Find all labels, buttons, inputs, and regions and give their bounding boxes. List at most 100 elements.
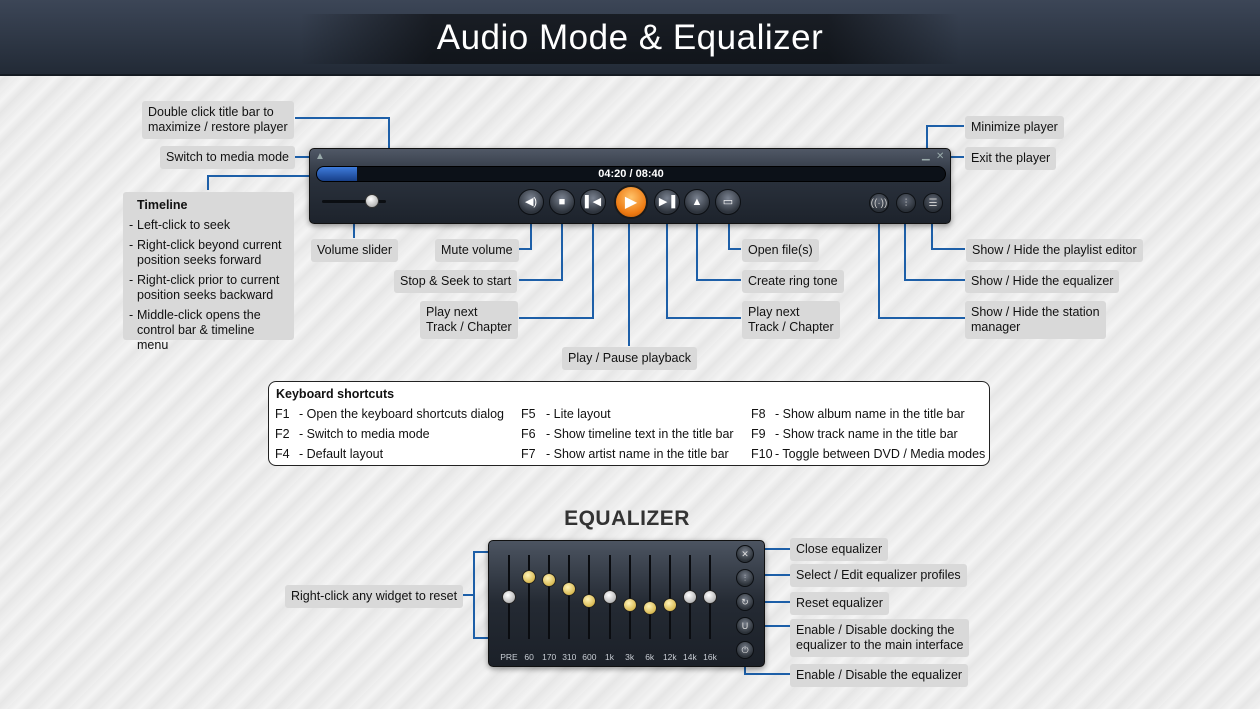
mute-label: Mute volume — [435, 239, 519, 262]
eq-band-track[interactable] — [548, 555, 551, 639]
play-pause-button[interactable]: ▶ — [614, 185, 648, 219]
connector-timeline — [207, 175, 318, 190]
sliders-icon: ⫶ — [904, 197, 908, 209]
close-icon: ✕ — [741, 548, 749, 559]
previous-button[interactable]: ▌◀ — [580, 189, 606, 215]
audio-player: ▲ ▁ ✕ 04:20 / 08:40 ◀) ■ ▌◀ ▶ ▶▐ ▲ ▭ ((·… — [309, 148, 951, 224]
eq-band-knob[interactable] — [562, 581, 577, 596]
eq-docking-label: Enable / Disable docking the equalizer t… — [790, 619, 970, 657]
eq-profiles-label: Select / Edit equalizer profiles — [790, 564, 967, 587]
shortcut-row: F7- Show artist name in the title bar — [521, 447, 729, 461]
stop-icon: ■ — [558, 195, 566, 208]
eq-band-label: 170 — [542, 652, 557, 662]
eq-band-knob[interactable] — [502, 590, 516, 604]
stop-button[interactable]: ■ — [549, 189, 575, 215]
shortcut-row: F2- Switch to media mode — [275, 427, 430, 441]
eq-band-3k[interactable]: 3k — [622, 553, 638, 667]
eq-close-button[interactable]: ✕ — [736, 545, 754, 563]
timeline-help-title: Timeline — [137, 198, 188, 212]
eq-band-track[interactable] — [568, 555, 571, 639]
open-files-button[interactable]: ▭ — [715, 189, 741, 215]
eq-band-pre[interactable]: PRE — [500, 553, 518, 667]
eq-band-label: 60 — [524, 652, 534, 662]
refresh-icon: ↻ — [741, 596, 749, 607]
eq-band-knob[interactable] — [703, 590, 717, 604]
keyboard-shortcuts-title: Keyboard shortcuts — [276, 387, 395, 401]
eject-icon: ▲ — [691, 195, 703, 208]
ring-tone-button[interactable]: ▲ — [684, 189, 710, 215]
volume-slider-label: Volume slider — [311, 239, 399, 262]
stop-label: Stop & Seek to start — [394, 270, 518, 293]
connector-prev — [519, 214, 594, 319]
header-bar: Audio Mode & Equalizer — [0, 0, 1260, 76]
close-icon[interactable]: ✕ — [936, 151, 945, 162]
volume-slider-knob[interactable] — [365, 194, 379, 208]
eq-band-track[interactable] — [648, 555, 651, 639]
minimize-label: Minimize player — [965, 116, 1064, 139]
eq-band-knob[interactable] — [682, 590, 697, 604]
eq-band-16k[interactable]: 16k — [702, 553, 718, 667]
keyboard-shortcuts-box: Keyboard shortcuts F1- Open the keyboard… — [268, 381, 990, 466]
shortcut-row: F4- Default layout — [275, 447, 384, 461]
eq-band-knob[interactable] — [642, 600, 657, 615]
eq-close-label: Close equalizer — [790, 538, 889, 561]
eq-band-14k[interactable]: 14k — [682, 553, 698, 667]
eq-band-track[interactable] — [668, 555, 671, 639]
eq-band-knob[interactable] — [522, 570, 537, 585]
eq-toggle-label: Enable / Disable the equalizer — [790, 664, 969, 687]
playlist-button[interactable]: ☰ — [923, 193, 943, 213]
antenna-icon: ((·)) — [870, 197, 888, 209]
eq-band-label: 6k — [645, 652, 655, 662]
eq-band-track[interactable] — [628, 555, 631, 639]
eq-band-6k[interactable]: 6k — [642, 553, 658, 667]
eq-band-track[interactable] — [528, 555, 531, 639]
eq-band-600[interactable]: 600 — [581, 553, 597, 667]
next-label: Play next Track / Chapter — [742, 301, 840, 339]
station-manager-button[interactable]: ((·)) — [869, 193, 889, 213]
volume-slider-track[interactable] — [322, 200, 386, 203]
play-icon: ▶ — [624, 194, 638, 211]
eq-docking-button[interactable]: U — [736, 617, 754, 635]
connector-station — [878, 214, 965, 319]
eq-band-knob[interactable] — [622, 598, 637, 613]
eq-reset-button[interactable]: ↻ — [736, 593, 754, 611]
eq-band-label: 3k — [625, 652, 635, 662]
eq-band-12k[interactable]: 12k — [662, 553, 678, 667]
equalizer-button[interactable]: ⫶ — [896, 193, 916, 213]
timeline-bar[interactable]: 04:20 / 08:40 — [316, 166, 946, 182]
timeline-progress-fill — [317, 167, 358, 181]
next-button[interactable]: ▶▐ — [654, 189, 680, 215]
eq-band-310[interactable]: 310 — [561, 553, 577, 667]
next-track-icon: ▶▐ — [658, 195, 676, 208]
eq-band-label: 600 — [582, 652, 597, 662]
eq-band-1k[interactable]: 1k — [602, 553, 618, 667]
equalizer-toggle-label: Show / Hide the equalizer — [965, 270, 1120, 293]
eq-band-label: 1k — [605, 652, 614, 662]
eq-band-knob[interactable] — [662, 597, 677, 612]
shortcut-row: F1- Open the keyboard shortcuts dialog — [275, 407, 504, 421]
play-pause-label: Play / Pause playback — [562, 347, 697, 370]
timeline-help-item: - Right-click beyond current position se… — [129, 238, 282, 267]
eq-band-label: PRE — [500, 652, 518, 662]
speaker-icon: ◀) — [524, 195, 538, 208]
folder-icon: ▭ — [722, 195, 734, 208]
timeline-help-box: Timeline - Left-click to seek - Right-cl… — [123, 192, 294, 352]
shortcut-row: F5- Lite layout — [521, 407, 611, 421]
eq-band-170[interactable]: 170 — [541, 553, 557, 667]
connector-next — [666, 214, 741, 319]
sliders-icon: ⫶ — [743, 572, 747, 583]
mute-button[interactable]: ◀) — [518, 189, 544, 215]
station-label: Show / Hide the station manager — [965, 301, 1106, 339]
eq-band-label: 16k — [703, 652, 717, 662]
eq-power-button[interactable]: ⏻ — [736, 641, 754, 659]
eq-band-knob[interactable] — [602, 590, 617, 604]
eq-profiles-button[interactable]: ⫶ — [736, 569, 754, 587]
media-mode-arrow-icon[interactable]: ▲ — [315, 151, 325, 162]
minimize-icon[interactable]: ▁ — [922, 150, 930, 161]
timeline-help-item: - Right-click prior to current position … — [129, 273, 280, 302]
power-icon: ⏻ — [741, 644, 749, 655]
eq-band-60[interactable]: 60 — [521, 553, 537, 667]
eq-band-knob[interactable] — [582, 593, 597, 608]
eq-band-knob[interactable] — [542, 573, 557, 588]
